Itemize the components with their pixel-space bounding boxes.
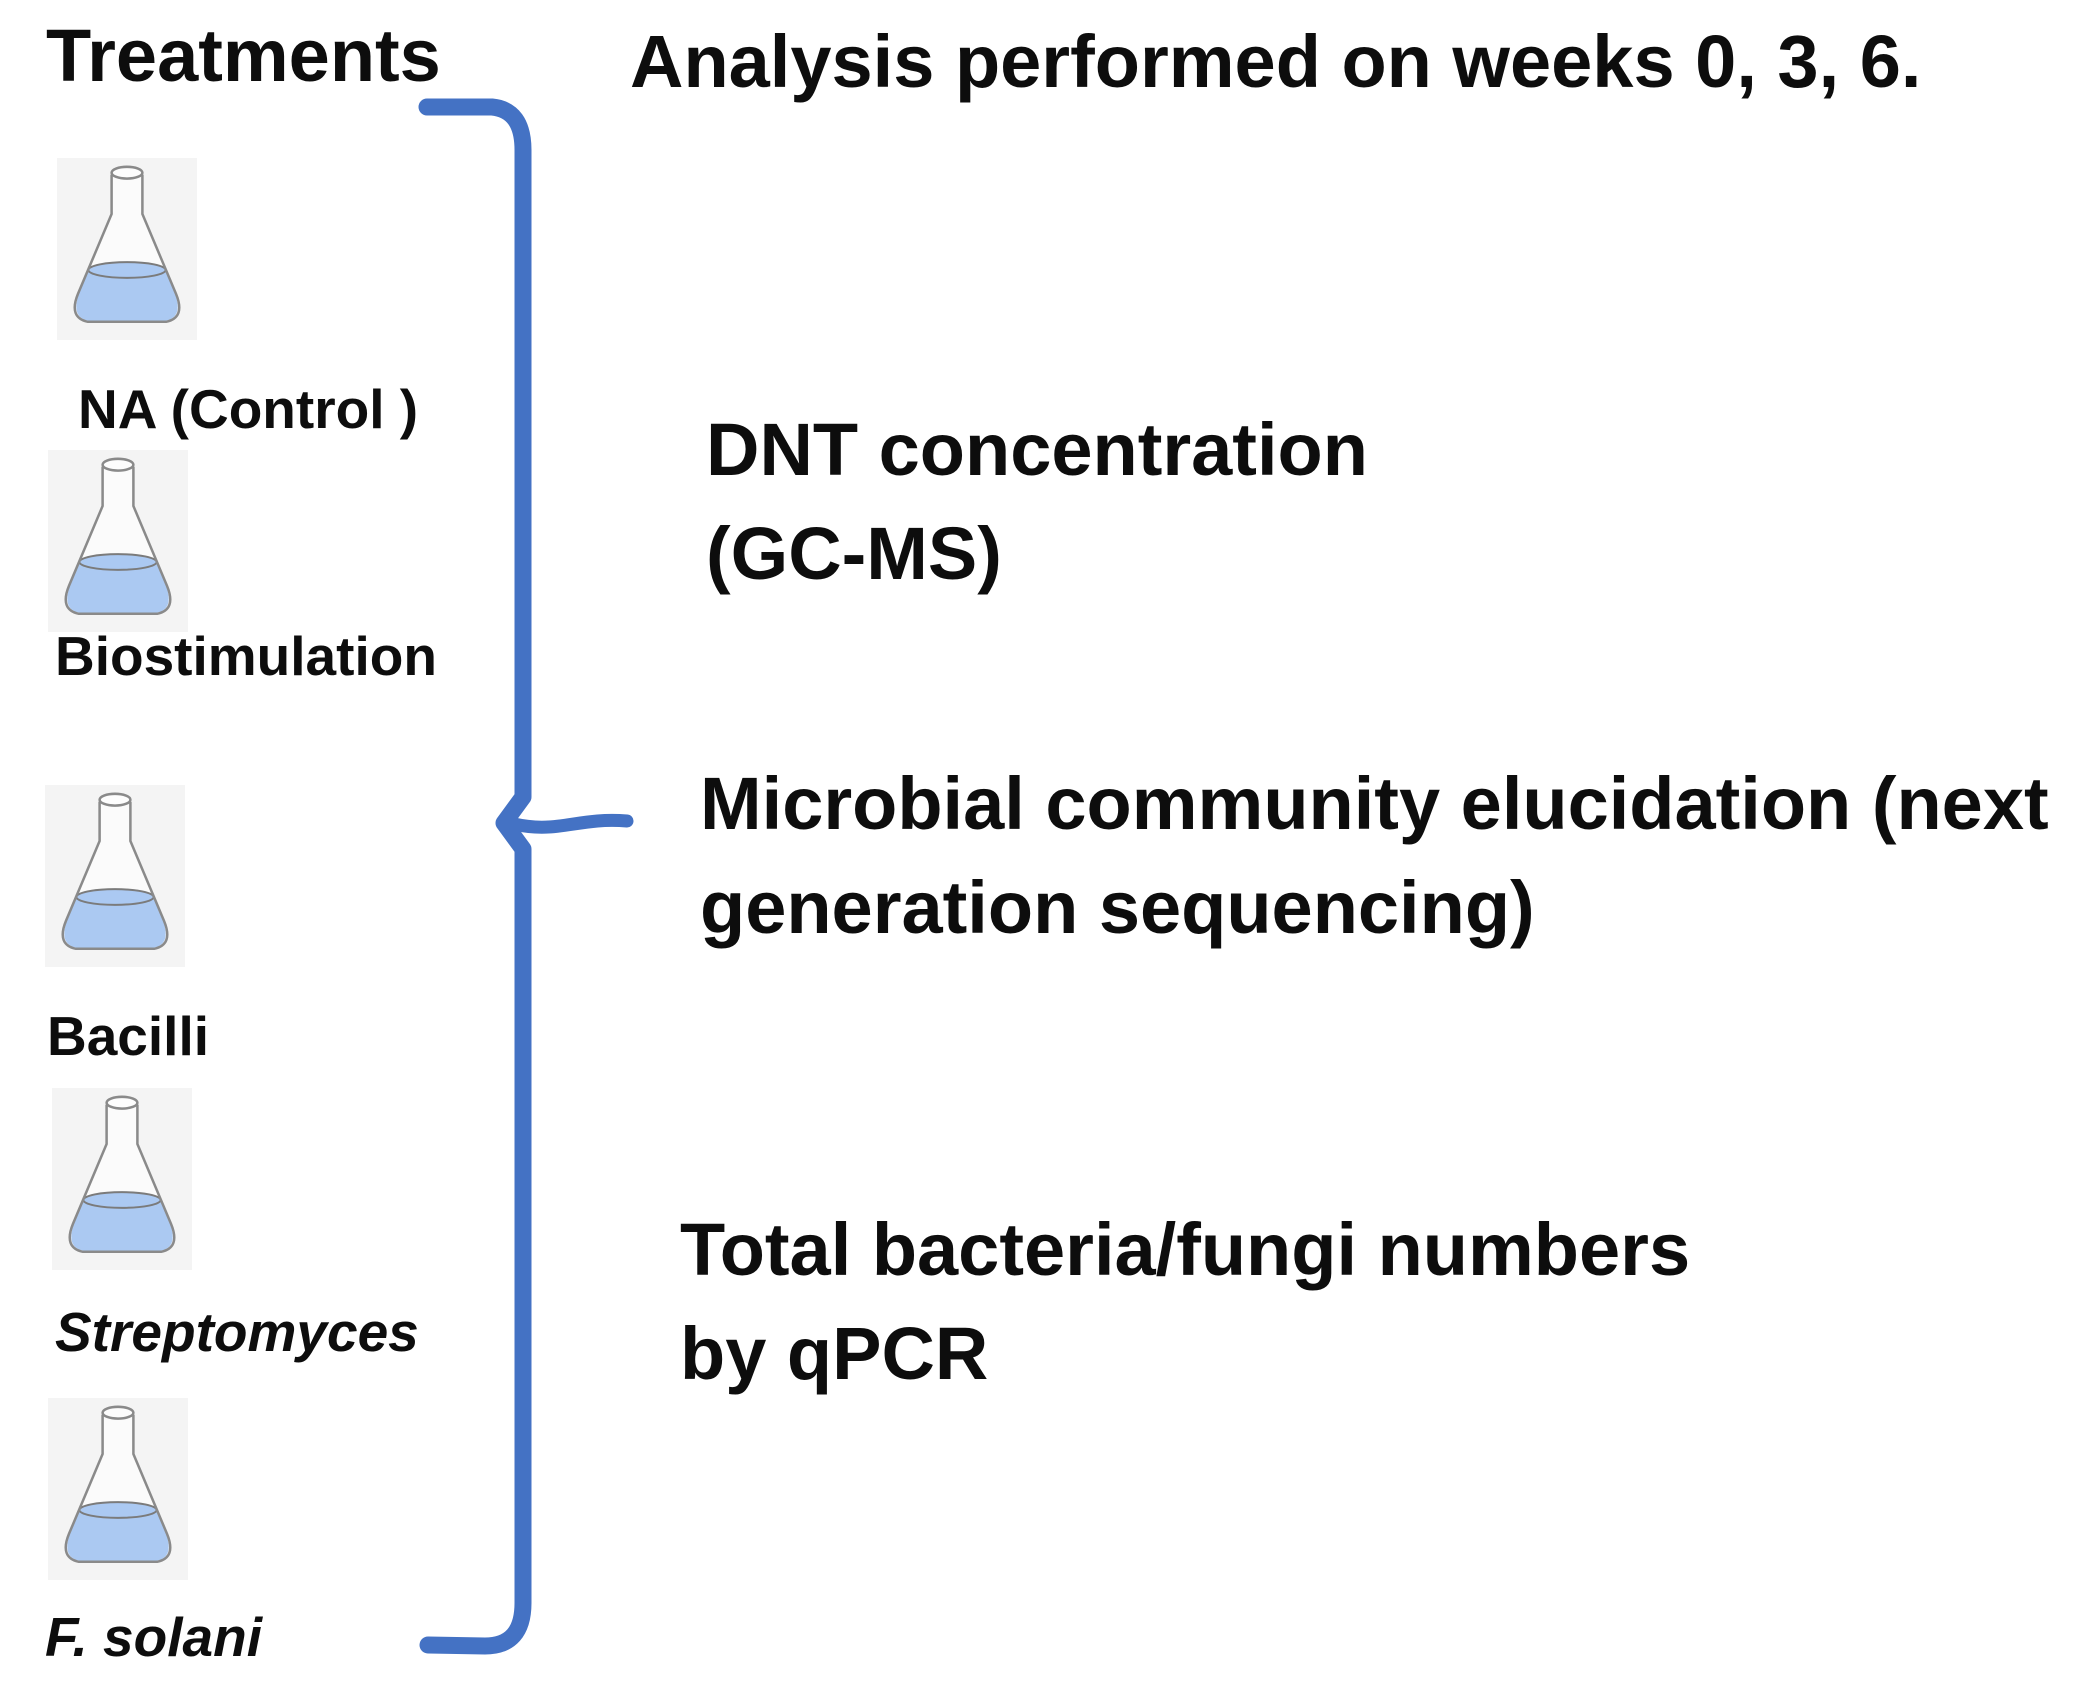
flask-icon-f-solani xyxy=(48,1398,188,1580)
analysis-heading: Analysis performed on weeks 0, 3, 6. xyxy=(630,20,1922,103)
analysis-line: Microbial community elucidation (next xyxy=(700,762,2049,845)
analysis-item-dnt-gcms: DNT concentration (GC-MS) xyxy=(706,398,1368,605)
treatment-label-streptomyces: Streptomyces xyxy=(55,1301,419,1363)
treatment-label-biostimulation: Biostimulation xyxy=(55,625,437,687)
flask-icon-biostimulation xyxy=(48,450,188,632)
analysis-line: Total bacteria/fungi numbers xyxy=(680,1208,1691,1291)
brace-pointer xyxy=(507,813,634,834)
flask-icon-streptomyces xyxy=(52,1088,192,1270)
treatments-heading: Treatments xyxy=(46,14,441,97)
analysis-line: DNT concentration xyxy=(706,408,1368,491)
analysis-line: (GC-MS) xyxy=(706,511,1002,595)
brace-spine xyxy=(418,98,532,1655)
flask-icon-na-control xyxy=(57,158,197,340)
analysis-line: by qPCR xyxy=(680,1311,989,1395)
treatment-label-na-control: NA (Control ) xyxy=(78,378,419,440)
treatment-label-bacilli: Bacilli xyxy=(47,1005,210,1067)
analysis-item-microbial-community: Microbial community elucidation (next ge… xyxy=(700,752,2049,959)
treatment-label-f-solani: F. solani xyxy=(45,1606,262,1668)
analysis-line: generation sequencing) xyxy=(700,865,1535,949)
flask-icon-bacilli xyxy=(45,785,185,967)
analysis-item-qpcr: Total bacteria/fungi numbers by qPCR xyxy=(680,1198,1690,1405)
